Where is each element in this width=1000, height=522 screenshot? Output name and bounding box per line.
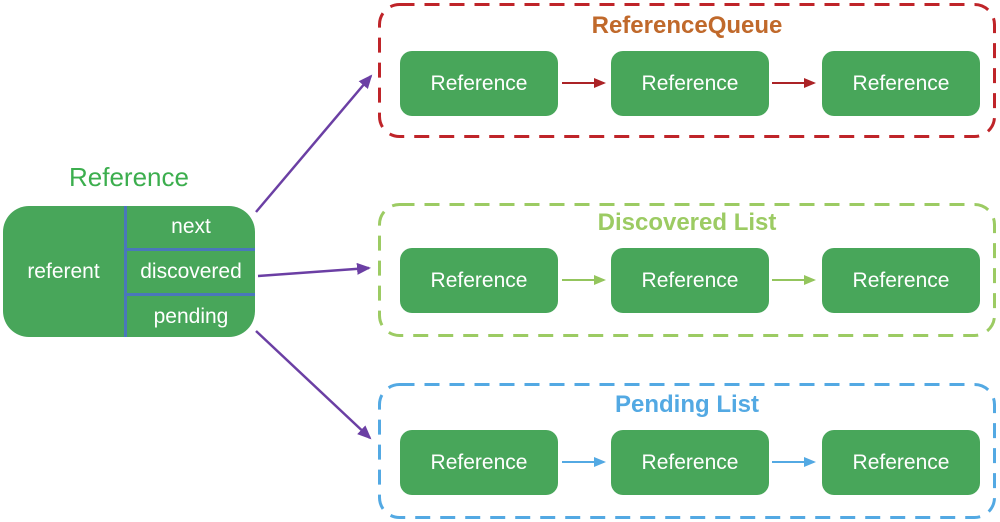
discovered-reference-node: Reference <box>611 248 769 313</box>
pending-reference-node: Reference <box>822 430 980 495</box>
next-field: next <box>171 215 211 238</box>
discovered-list-title: Discovered List <box>597 209 777 236</box>
queue-reference-node: Reference <box>400 51 558 116</box>
discovered-reference-node: Reference <box>400 248 558 313</box>
reference-struct-title: Reference <box>69 162 189 192</box>
pending-field: pending <box>153 304 229 328</box>
struct-vertical-divider <box>124 206 127 337</box>
pending-pointer-arrow <box>255 330 372 440</box>
queue-reference-node: Reference <box>822 51 980 116</box>
discovered-pointer-arrow <box>257 262 371 278</box>
pending-reference-node: Reference <box>611 430 769 495</box>
discovered-list-container-border <box>378 203 996 337</box>
pending-list-container-border <box>378 383 996 519</box>
queue-reference-node: Reference <box>611 51 769 116</box>
discovered-field: discovered <box>140 260 242 283</box>
pending-reference-node: Reference <box>400 430 558 495</box>
struct-horizontal-divider <box>127 248 255 251</box>
reference-struct-box: referent next discovered pending <box>3 206 255 337</box>
referent-field: referent <box>27 259 100 283</box>
discovered-reference-node: Reference <box>822 248 980 313</box>
pending-list-title: Pending List <box>615 391 759 418</box>
reference-queue-container-border <box>378 3 996 138</box>
reference-queue-title: ReferenceQueue <box>591 12 783 39</box>
next-pointer-arrow <box>255 74 373 213</box>
struct-horizontal-divider <box>127 293 255 296</box>
